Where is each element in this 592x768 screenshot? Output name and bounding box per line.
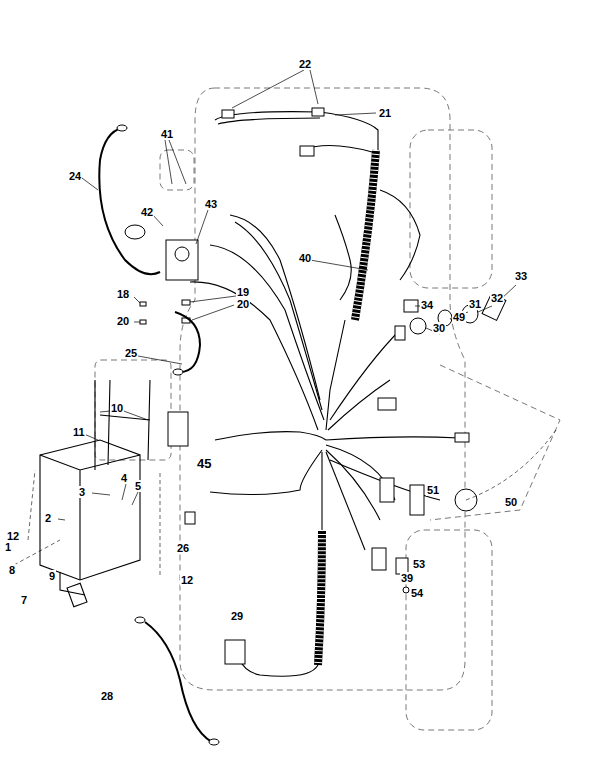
callout-number: 11 — [72, 426, 86, 438]
harness-wires — [190, 112, 460, 550]
battery — [40, 380, 150, 607]
callout-number: 40 — [298, 252, 312, 264]
callout-number: 51 — [426, 484, 440, 496]
callout-number: 53 — [412, 558, 426, 570]
callout-number: 3 — [78, 486, 86, 498]
callout-number: 25 — [124, 347, 138, 359]
callout-number: 22 — [298, 58, 312, 70]
callout-number: 4 — [120, 472, 128, 484]
callout-number: 39 — [400, 572, 414, 584]
callout-number: 42 — [140, 206, 154, 218]
callout-number: 50 — [504, 496, 518, 508]
callout-number: 20 — [116, 315, 130, 327]
harness-coil-windings — [355, 150, 376, 320]
callout-number: 49 — [452, 311, 466, 323]
callout-number: 41 — [160, 128, 174, 140]
callout-number: 7 — [20, 594, 28, 606]
callout-number: 34 — [420, 299, 434, 311]
callout-number: 18 — [116, 288, 130, 300]
harness-coil — [318, 530, 322, 665]
harness-coil-windings — [318, 530, 322, 665]
cables — [99, 128, 212, 742]
callout-number: 32 — [490, 292, 504, 304]
callout-number: 24 — [68, 170, 82, 182]
callout-number: 54 — [410, 587, 424, 599]
harness-coil — [355, 150, 376, 320]
connectors — [125, 108, 506, 664]
callout-number: 12 — [180, 574, 194, 586]
callout-number: 10 — [110, 402, 124, 414]
leader-lines — [58, 70, 516, 520]
callout-number: 33 — [514, 270, 528, 282]
callout-number: 45 — [196, 458, 212, 470]
callout-number: 31 — [468, 298, 482, 310]
callout-number: 43 — [204, 198, 218, 210]
callout-number: 1 — [4, 541, 12, 553]
callout-number: 26 — [176, 542, 190, 554]
callout-number: 2 — [44, 512, 52, 524]
callout-number: 21 — [378, 107, 392, 119]
callout-number: 20 — [236, 298, 250, 310]
callout-number: 29 — [230, 610, 244, 622]
callout-number: 5 — [134, 480, 142, 492]
tractor-outline — [95, 88, 560, 730]
callout-number: 9 — [48, 570, 56, 582]
callout-number: 28 — [100, 690, 114, 702]
callout-number: 19 — [236, 286, 250, 298]
callout-number: 8 — [8, 564, 16, 576]
callout-number: 30 — [432, 322, 446, 334]
